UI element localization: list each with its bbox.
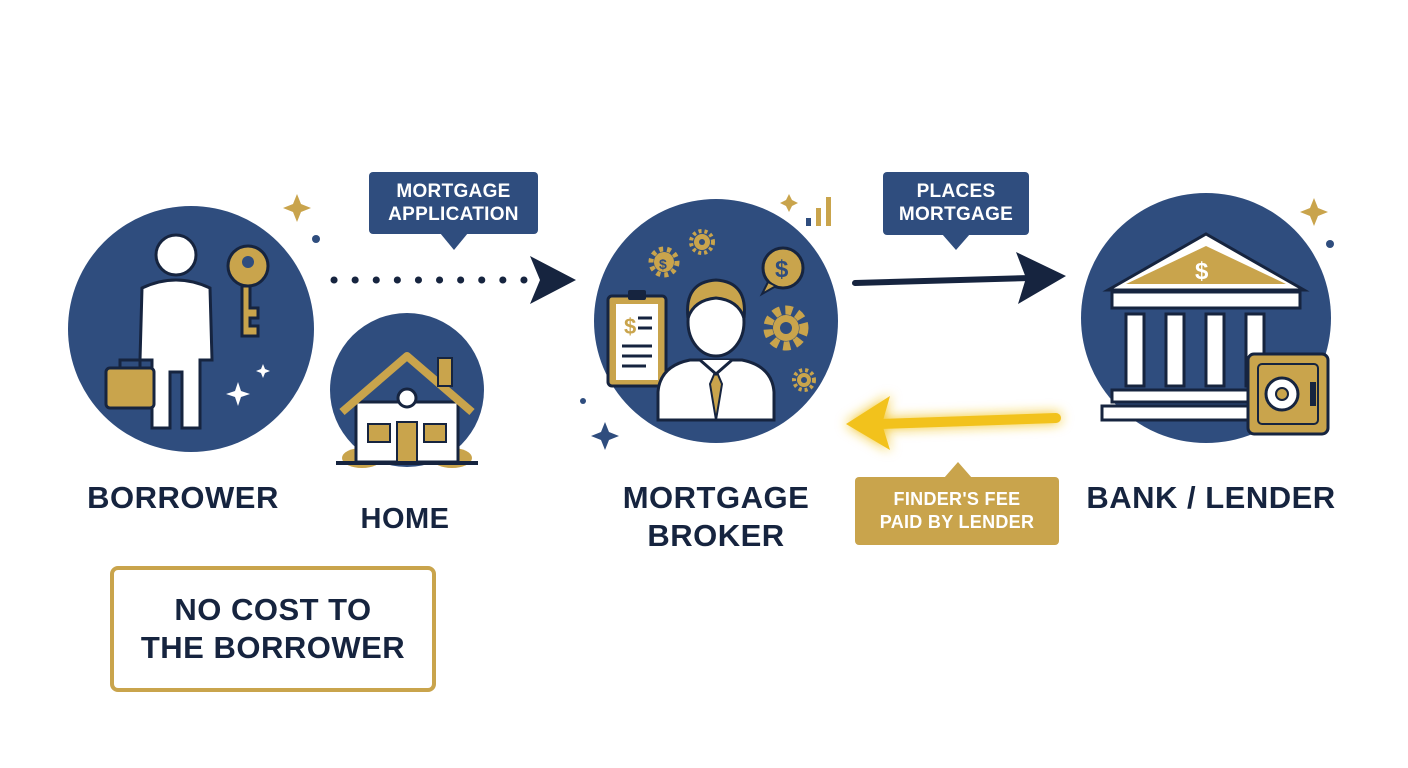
borrower-node [68, 206, 314, 452]
sparkle-icon [591, 422, 619, 450]
application-arrow [330, 256, 576, 304]
sparkle-icon [1300, 198, 1328, 226]
dollar-bubble-icon: $ [759, 246, 805, 297]
house-icon [336, 352, 478, 468]
bank-building-icon: $ [1100, 232, 1310, 422]
places-callout-line1: PLACES [916, 181, 996, 202]
broker-label: MORTGAGE BROKER [600, 479, 832, 555]
svg-text:$: $ [1195, 258, 1209, 285]
places-arrow [852, 252, 1066, 304]
dot-decoration [580, 398, 586, 404]
places-callout [883, 172, 1029, 250]
home-label: HOME [360, 503, 450, 535]
application-callout-line1: MORTGAGE [396, 181, 511, 202]
bar-chart-icon [806, 197, 831, 226]
gear-icon [792, 368, 816, 392]
gear-icon: $ [648, 246, 680, 278]
key-icon [226, 244, 270, 338]
svg-text:$: $ [624, 314, 636, 339]
sparkle-icon [256, 364, 270, 378]
no-cost-note: NO COST TO THE BORROWER [110, 566, 436, 692]
places-callout-line2: MORTGAGE [898, 204, 1014, 225]
gear-icon [763, 305, 809, 351]
safe-icon [1246, 352, 1330, 436]
broker-person-icon [656, 278, 776, 422]
broker-label-line2: BROKER [647, 518, 785, 553]
broker-node: $ $ [594, 199, 838, 443]
svg-text:$: $ [659, 256, 667, 272]
borrower-label: BORROWER [87, 480, 279, 515]
fee-callout-line1: FINDER'S FEE [893, 489, 1021, 509]
fee-callout-line2: PAID BY LENDER [879, 512, 1035, 532]
application-callout-text: MORTGAGE APPLICATION [369, 180, 538, 226]
no-cost-note-line2: THE BORROWER [140, 630, 406, 665]
application-callout [369, 172, 538, 250]
fee-arrow [846, 396, 1061, 450]
svg-text:$: $ [775, 256, 789, 283]
sparkle-icon [780, 194, 798, 212]
home-node [330, 313, 484, 468]
broker-label-line1: MORTGAGE [622, 480, 810, 515]
bank-label: BANK / LENDER [1086, 480, 1336, 515]
gear-icon [689, 229, 715, 255]
places-callout-text: PLACES MORTGAGE [883, 180, 1029, 226]
dot-decoration [1326, 240, 1334, 248]
fee-callout [855, 462, 1059, 545]
no-cost-note-line1: NO COST TO [174, 592, 372, 627]
briefcase-icon [104, 358, 156, 410]
clipboard-icon: $ [606, 290, 668, 388]
person-icon [138, 233, 214, 430]
dot-decoration [312, 235, 320, 243]
sparkle-icon [283, 194, 311, 222]
bank-node: $ [1081, 193, 1331, 443]
sparkle-icon [226, 382, 250, 406]
application-callout-line2: APPLICATION [388, 204, 519, 225]
fee-callout-text: FINDER'S FEE PAID BY LENDER [855, 488, 1059, 534]
